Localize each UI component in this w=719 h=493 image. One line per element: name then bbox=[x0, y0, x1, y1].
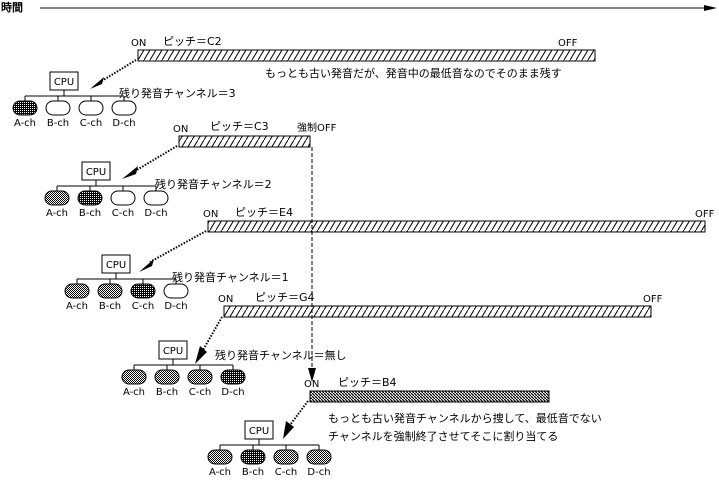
cpu-label: CPU bbox=[163, 346, 183, 357]
channel-a-ch-state bbox=[12, 100, 38, 116]
remaining-channels-label-1: 残り発音チャンネル＝3 bbox=[119, 87, 236, 100]
arrow-line-b4 bbox=[289, 400, 309, 426]
note-on-label-c3: ON bbox=[173, 124, 189, 135]
channel-d-ch-state bbox=[111, 100, 137, 116]
remaining-channels-label-2: 残り発音チャンネル＝2 bbox=[155, 178, 272, 191]
note-off-label-c2: OFF bbox=[558, 38, 578, 49]
forced-off-arrowhead bbox=[308, 368, 316, 382]
note-on-label-b4: ON bbox=[304, 379, 320, 390]
channel-label: C-ch bbox=[112, 208, 134, 219]
arrow-head-c2 bbox=[90, 77, 104, 89]
note-pitch-label-c3: ピッチ＝C3 bbox=[210, 120, 269, 133]
channel-b-ch-state bbox=[240, 449, 266, 465]
channel-label: D-ch bbox=[144, 208, 167, 219]
channel-label: D-ch bbox=[221, 387, 244, 398]
annotation-b4-line2: チャンネルを強制終了させてそこに割り当てる bbox=[328, 430, 559, 443]
channel-a-ch-state bbox=[44, 190, 70, 206]
channel-a-ch-state bbox=[121, 369, 147, 385]
channel-label: D-ch bbox=[307, 467, 330, 478]
channel-label: C-ch bbox=[275, 467, 297, 478]
arrow-head-g4 bbox=[195, 346, 207, 364]
time-axis-arrowhead bbox=[704, 5, 717, 11]
note-pitch-label-c2: ピッチ＝C2 bbox=[163, 35, 222, 48]
note-on-label-e4: ON bbox=[203, 209, 219, 220]
channel-b-ch-state bbox=[154, 369, 180, 385]
channel-label: B-ch bbox=[79, 208, 101, 219]
cpu-label: CPU bbox=[249, 426, 269, 437]
channel-label: D-ch bbox=[112, 118, 135, 129]
arrow-line-c2 bbox=[99, 59, 137, 83]
note-off-label-e4: OFF bbox=[695, 209, 715, 220]
note-bar-c3 bbox=[178, 135, 311, 148]
channel-d-ch-state bbox=[220, 369, 246, 385]
channel-label: C-ch bbox=[189, 387, 211, 398]
channel-label: C-ch bbox=[80, 118, 102, 129]
channel-d-ch-state bbox=[143, 190, 169, 206]
channel-c-ch-state bbox=[78, 100, 104, 116]
note-bar-b4 bbox=[309, 390, 550, 403]
cpu-channel-tree: CPU A-ch B-ch C-ch D-ch bbox=[64, 254, 189, 312]
channel-d-ch-state bbox=[306, 449, 332, 465]
channel-label: C-ch bbox=[132, 301, 154, 312]
note-pitch-label-b4: ピッチ＝B4 bbox=[338, 376, 397, 389]
cpu-channel-tree: CPU A-ch B-ch C-ch D-ch bbox=[44, 161, 169, 219]
arrow-line-e4 bbox=[149, 230, 207, 263]
note-pitch-label-e4: ピッチ＝E4 bbox=[235, 206, 293, 219]
channel-b-ch-state bbox=[45, 100, 71, 116]
cpu-channel-tree: CPU A-ch B-ch C-ch D-ch bbox=[12, 71, 137, 129]
channel-label: A-ch bbox=[46, 208, 68, 219]
note-bar-e4 bbox=[207, 220, 706, 233]
channel-c-ch-state bbox=[187, 369, 213, 385]
note-bar-g4 bbox=[223, 305, 652, 318]
arrow-line-g4 bbox=[202, 316, 223, 351]
channel-label: B-ch bbox=[99, 301, 121, 312]
annotation-c2-retained: もっとも古い発音だが、発音中の最低音なのでそのまま残す bbox=[265, 67, 562, 80]
channel-a-ch-state bbox=[64, 283, 90, 299]
remaining-channels-label-4: 残り発音チャンネル＝無し bbox=[215, 349, 347, 362]
cpu-label: CPU bbox=[106, 260, 126, 271]
channel-b-ch-state bbox=[77, 190, 103, 206]
annotation-b4-line1: もっとも古い発音チャンネルから捜して、最低音でない bbox=[328, 412, 602, 425]
channel-label: B-ch bbox=[156, 387, 178, 398]
channel-label: A-ch bbox=[14, 118, 36, 129]
cpu-channel-tree: CPU A-ch B-ch C-ch D-ch bbox=[207, 420, 332, 478]
note-bar-c2 bbox=[137, 49, 596, 62]
channel-label: A-ch bbox=[123, 387, 145, 398]
channel-c-ch-state bbox=[110, 190, 136, 206]
note-pitch-label-g4: ピッチ＝G4 bbox=[255, 291, 315, 304]
arrow-head-c3 bbox=[122, 166, 138, 179]
cpu-label: CPU bbox=[54, 77, 74, 88]
channel-a-ch-state bbox=[207, 449, 233, 465]
channel-label: B-ch bbox=[47, 118, 69, 129]
cpu-label: CPU bbox=[86, 167, 106, 178]
channel-b-ch-state bbox=[97, 283, 123, 299]
channel-d-ch-state bbox=[163, 283, 189, 299]
cpu-channel-tree: CPU A-ch B-ch C-ch D-ch bbox=[121, 340, 246, 398]
channel-c-ch-state bbox=[130, 283, 156, 299]
note-off-label-c3: 強制OFF bbox=[297, 123, 337, 134]
note-off-label-g4: OFF bbox=[643, 294, 663, 305]
note-on-label-g4: ON bbox=[218, 294, 234, 305]
allocation-arrows bbox=[90, 59, 309, 439]
channel-c-ch-state bbox=[273, 449, 299, 465]
channel-label: A-ch bbox=[209, 467, 231, 478]
note-on-label-c2: ON bbox=[131, 38, 147, 49]
time-axis-label: 時間 bbox=[1, 1, 23, 14]
arrow-head-b4 bbox=[283, 421, 294, 439]
channel-label: B-ch bbox=[242, 467, 264, 478]
arrow-line-c3 bbox=[134, 145, 178, 172]
channel-label: D-ch bbox=[164, 301, 187, 312]
remaining-channels-label-3: 残り発音チャンネル＝1 bbox=[172, 271, 289, 284]
channel-label: A-ch bbox=[66, 301, 88, 312]
arrow-head-e4 bbox=[139, 259, 154, 272]
